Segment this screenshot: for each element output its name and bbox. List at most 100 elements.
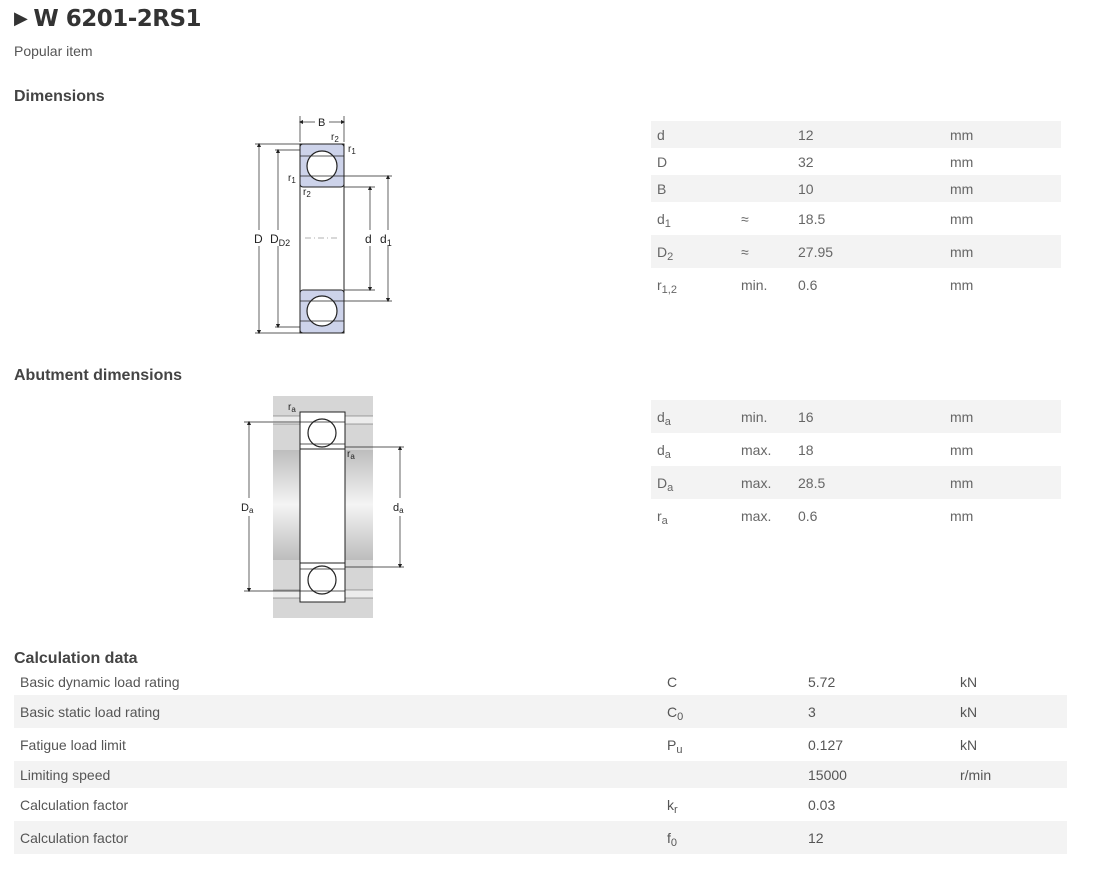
symbol: D (657, 153, 668, 170)
symbol: D (657, 243, 668, 260)
calc-label: Basic dynamic load rating (20, 673, 180, 690)
calc-unit: kN (960, 736, 978, 753)
dim-label-D2: DD2 (270, 232, 290, 248)
abut-label-ra-mid: ra (347, 449, 355, 461)
calc-symbol: C0 (661, 695, 802, 728)
symbol-subscript: 1,2 (661, 283, 677, 296)
parameter-qualifier: ≈ (741, 210, 749, 227)
play-arrow-icon: ▶ (14, 8, 28, 29)
dim-label-r2-top: r2 (331, 132, 339, 144)
parameter-value: 32 (798, 153, 814, 170)
symbol-subscript: a (667, 481, 674, 494)
dim-label-r2-low: r2 (303, 187, 311, 199)
calc-value: 3 (802, 695, 954, 728)
abutment-heading: Abutment dimensions (14, 367, 183, 384)
parameter-symbol: r1,2 (651, 268, 735, 301)
parameter-value: 18 (798, 441, 814, 458)
calc-value: 5.72 (808, 673, 836, 690)
parameter-symbol: D (651, 148, 735, 175)
dim-label-B: B (318, 117, 325, 129)
symbol: d (657, 126, 665, 143)
dim-label-r1-left: r1 (288, 173, 296, 185)
symbol: P (667, 736, 677, 753)
parameter-unit: mm (944, 400, 1061, 433)
symbol: d (657, 441, 665, 458)
parameter-value: 28.5 (792, 466, 944, 499)
abutment-dimensions-drawing: Da da ra ra (241, 396, 404, 618)
calc-value: 0.127 (808, 736, 844, 753)
symbol: d (657, 408, 665, 425)
calculation-heading: Calculation data (14, 650, 138, 667)
abut-label-da: da (393, 502, 404, 515)
symbol: B (657, 180, 667, 197)
parameter-value: 0.6 (798, 507, 818, 524)
abut-label-Da: Da (241, 502, 254, 515)
calc-unit: kN (954, 695, 1067, 728)
calc-value: 12 (802, 821, 954, 854)
symbol-subscript: 2 (667, 250, 674, 263)
parameter-symbol: B (651, 175, 735, 202)
symbol-subscript: r (674, 803, 678, 816)
parameter-value: 10 (792, 175, 944, 202)
parameter-unit: mm (950, 276, 974, 293)
calc-value: 0.03 (808, 796, 836, 813)
parameter-value: 27.95 (792, 235, 944, 268)
dim-label-r1-top: r1 (348, 144, 356, 156)
parameter-value: 18.5 (798, 210, 826, 227)
symbol: f (667, 829, 671, 846)
symbol: k (667, 796, 674, 813)
parameter-unit: mm (944, 466, 1061, 499)
abut-label-ra-top: ra (288, 402, 296, 414)
symbol: d (657, 210, 665, 227)
bearing-dimensions-drawing: B D DD2 d d1 r2 r1 r1 r2 (254, 116, 392, 335)
calc-label: Calculation factor (20, 796, 129, 813)
calc-symbol: Pu (661, 728, 802, 761)
page-title: ▶W 6201-2RS1 (14, 6, 202, 32)
parameter-value: 12 (792, 121, 944, 148)
symbol-subscript: a (664, 448, 671, 461)
calc-symbol: C (661, 668, 802, 695)
symbol-subscript: 1 (664, 217, 671, 230)
parameter-qualifier: ≈ (735, 235, 792, 268)
parameter-unit: mm (950, 441, 974, 458)
parameter-unit: mm (944, 235, 1061, 268)
parameter-qualifier: max. (735, 466, 792, 499)
symbol: r (657, 276, 662, 293)
symbol-subscript: a (661, 514, 668, 527)
calc-symbol (661, 761, 802, 788)
calc-symbol: f0 (661, 821, 802, 854)
parameter-qualifier (735, 175, 792, 202)
calc-unit: r/min (954, 761, 1067, 788)
symbol-subscript: 0 (677, 710, 684, 723)
symbol: C (667, 673, 678, 690)
table-row: Calculation factor kr 0.03 (14, 788, 1067, 821)
parameter-value: 0.6 (798, 276, 818, 293)
parameter-qualifier: max. (741, 507, 772, 524)
parameter-symbol: D2 (651, 235, 735, 268)
parameter-value: 16 (792, 400, 944, 433)
symbol-subscript: a (664, 415, 671, 428)
symbol: C (667, 703, 678, 720)
calc-label: Limiting speed (14, 761, 661, 788)
calc-label: Basic static load rating (14, 695, 661, 728)
parameter-qualifier (735, 148, 792, 175)
parameter-unit: mm (950, 507, 974, 524)
dim-label-D: D (254, 232, 263, 246)
parameter-symbol: da (651, 400, 735, 433)
calc-symbol: kr (661, 788, 802, 821)
parameter-unit: mm (944, 121, 1061, 148)
